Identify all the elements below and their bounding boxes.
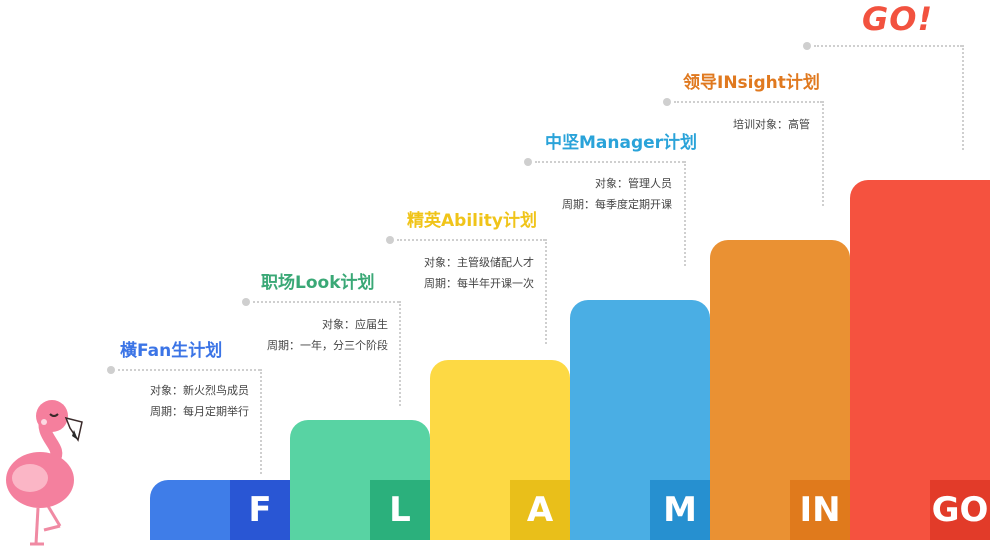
bar-go: GO — [850, 180, 990, 540]
guide-line-1 — [118, 369, 260, 371]
guide-drop-4 — [684, 161, 686, 266]
plan-fan-target: 对象：新火烈鸟成员 — [150, 384, 249, 397]
bar-f-letter: F — [230, 480, 290, 540]
guide-line-5 — [674, 101, 822, 103]
guide-drop-1 — [260, 369, 262, 474]
plan-details-ability: 对象：主管级储配人才 周期：每半年开课一次 — [424, 252, 534, 294]
plan-details-look: 对象：应届生 周期：一年，分三个阶段 — [267, 314, 388, 356]
bar-l: L — [290, 420, 430, 540]
plan-ability-target: 对象：主管级储配人才 — [424, 256, 534, 269]
guide-dot-5 — [663, 98, 671, 106]
bar-a-letter: A — [510, 480, 570, 540]
guide-drop-2 — [399, 301, 401, 406]
plan-title-manager: 中坚Manager计划 — [545, 133, 698, 153]
bar-m-letter: M — [650, 480, 710, 540]
plan-look-period: 周期：一年，分三个阶段 — [267, 339, 388, 352]
bar-go-letter: GO — [930, 480, 990, 540]
plan-title-look: 职场Look计划 — [261, 273, 375, 293]
plan-details-insight: 培训对象：高管 — [733, 114, 810, 135]
guide-line-6 — [814, 45, 962, 47]
plan-look-target: 对象：应届生 — [322, 318, 388, 331]
plan-title-fan: 橫Fan生计划 — [120, 341, 223, 361]
plan-title-ability: 精英Ability计划 — [407, 211, 538, 231]
guide-dot-6 — [803, 42, 811, 50]
guide-drop-3 — [545, 239, 547, 344]
bar-f: F — [150, 480, 290, 540]
flamingo-icon — [6, 400, 83, 546]
guide-dot-2 — [242, 298, 250, 306]
plan-insight-target: 培训对象：高管 — [733, 118, 810, 131]
guide-drop-5 — [822, 101, 824, 206]
plan-details-manager: 对象：管理人员 周期：每季度定期开课 — [562, 173, 672, 215]
guide-line-3 — [397, 239, 545, 241]
plan-manager-target: 对象：管理人员 — [595, 177, 672, 190]
guide-line-4 — [535, 161, 684, 163]
bar-in-letter: IN — [790, 480, 850, 540]
bar-l-letter: L — [370, 480, 430, 540]
bar-m: M — [570, 300, 710, 540]
guide-dot-1 — [107, 366, 115, 374]
plan-fan-period: 周期：每月定期举行 — [150, 405, 249, 418]
plan-ability-period: 周期：每半年开课一次 — [424, 277, 534, 290]
guide-line-2 — [253, 301, 399, 303]
guide-drop-6 — [962, 45, 964, 150]
go-heading: GO! — [862, 0, 934, 38]
plan-details-fan: 对象：新火烈鸟成员 周期：每月定期举行 — [150, 380, 249, 422]
bar-a: A — [430, 360, 570, 540]
plan-title-insight: 领导INsight计划 — [683, 73, 820, 93]
guide-dot-4 — [524, 158, 532, 166]
guide-dot-3 — [386, 236, 394, 244]
plan-manager-period: 周期：每季度定期开课 — [562, 198, 672, 211]
bar-in: IN — [710, 240, 850, 540]
